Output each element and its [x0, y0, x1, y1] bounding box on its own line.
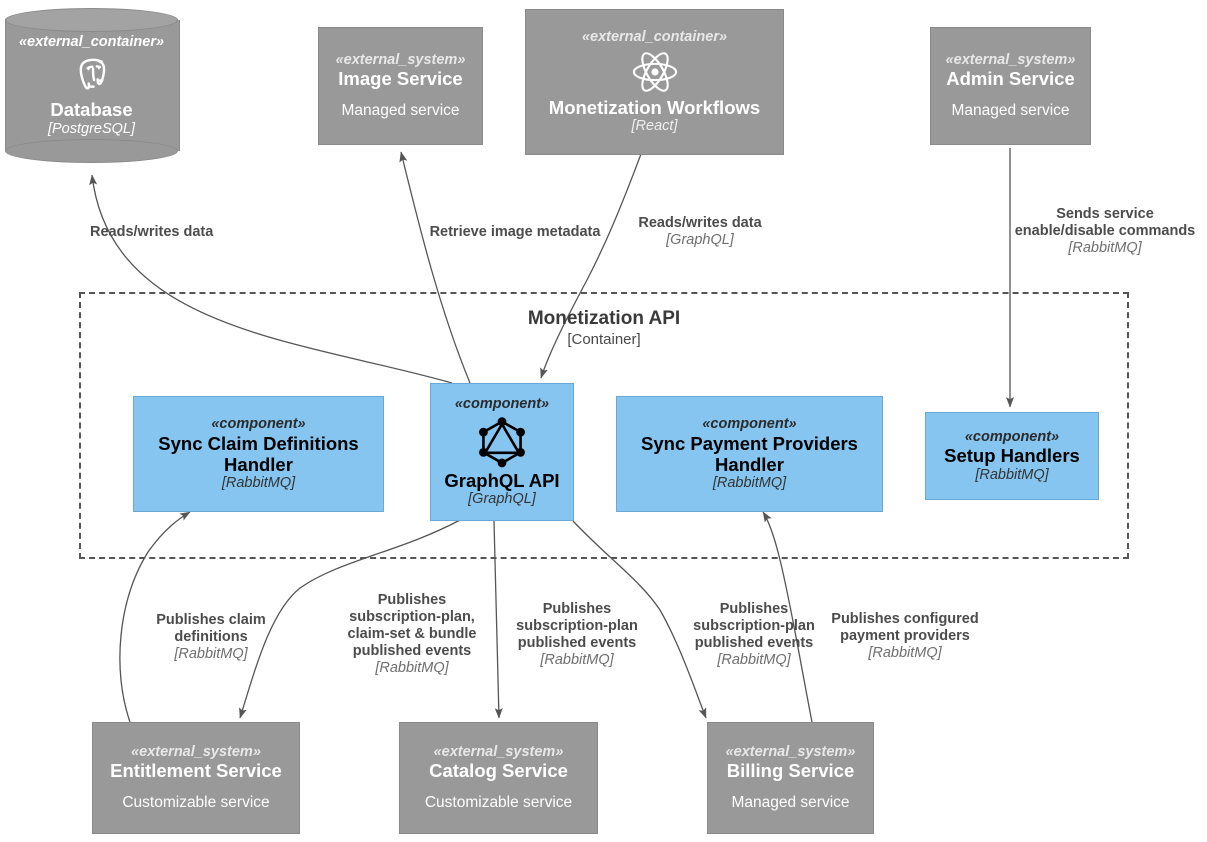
node-graphql-api[interactable]: «component» GraphQL API [GraphQL]: [430, 383, 574, 521]
edge-label-tech: [RabbitMQ]: [375, 660, 449, 677]
node-tech: [GraphQL]: [468, 491, 536, 508]
node-tech: [RabbitMQ]: [975, 466, 1049, 483]
edge-label-retrieve-image-metadata: Retrieve image metadata: [420, 224, 610, 241]
node-database[interactable]: «external_container» Database [PostgreSQ…: [5, 8, 180, 163]
node-stereotype: «external_container»: [18, 33, 165, 50]
node-sync-payment-providers-handler[interactable]: «component» Sync Payment Providers Handl…: [616, 396, 883, 512]
react-icon: [632, 52, 677, 92]
monetization-api-boundary: [79, 292, 1129, 559]
node-tech: [RabbitMQ]: [712, 475, 787, 492]
node-stereotype: «component»: [211, 416, 306, 433]
node-title: Billing Service: [726, 760, 855, 782]
edge-label-line: Publishes configured: [831, 611, 979, 627]
edge-label-line: Publishes: [542, 601, 612, 617]
boundary-tech: [Container]: [567, 330, 641, 348]
edge-label-tech: [RabbitMQ]: [174, 646, 248, 663]
node-tech: [React]: [631, 118, 678, 135]
node-sync-claim-definitions-handler[interactable]: «component» Sync Claim Definitions Handl…: [133, 396, 384, 512]
node-stereotype: «external_container»: [581, 29, 728, 46]
edge-label-line: subscription-plan: [693, 618, 815, 635]
boundary-name: Monetization API: [527, 308, 681, 329]
node-stereotype: «external_system»: [725, 743, 856, 760]
node-title: Catalog Service: [429, 760, 568, 782]
edge-label-publishes-subscription-plan-billing: Publishes subscription-plan published ev…: [675, 601, 833, 669]
edge-label-tech: [RabbitMQ]: [717, 652, 791, 669]
node-title: Setup Handlers: [944, 445, 1080, 467]
node-title: Sync Payment Providers Handler: [641, 432, 858, 475]
node-stereotype: «external_system»: [433, 743, 564, 760]
node-title: Entitlement Service: [110, 760, 282, 782]
node-stereotype: «component»: [964, 428, 1060, 445]
node-stereotype: «component»: [702, 416, 797, 433]
node-stereotype: «external_system»: [131, 743, 261, 760]
edge-label-publishes-subscription-plan-catalog: Publishes subscription-plan published ev…: [498, 601, 656, 669]
edge-label-tech: [RabbitMQ]: [868, 645, 942, 662]
edge-label-line: definitions: [174, 629, 248, 646]
edge-label-line: published events: [352, 643, 472, 660]
node-monetization-workflows[interactable]: «external_container» Monetization Workfl…: [525, 9, 784, 155]
node-billing-service[interactable]: «external_system» Billing Service Manage…: [707, 722, 874, 834]
cylinder-body: [5, 20, 180, 151]
node-tech: [RabbitMQ]: [221, 475, 296, 492]
edge-label-line: payment providers: [840, 628, 970, 645]
node-setup-handlers[interactable]: «component» Setup Handlers [RabbitMQ]: [925, 412, 1099, 500]
edge-label-publishes-subscription-claimset-bundle: Publishes subscription-plan, claim-set &…: [324, 592, 500, 678]
node-entitlement-service[interactable]: «external_system» Entitlement Service Cu…: [92, 722, 300, 834]
edge-label-sends-service-commands: Sends service enable/disable commands [R…: [1005, 206, 1205, 257]
edge-label-line: subscription-plan: [516, 618, 638, 635]
node-stereotype: «external_system»: [335, 51, 466, 68]
node-title: GraphQL API: [444, 469, 560, 491]
edge-label-line: published events: [517, 635, 637, 652]
cylinder-top: [5, 8, 178, 32]
cylinder-bottom: [5, 139, 178, 163]
node-admin-service[interactable]: «external_system» Admin Service Managed …: [930, 27, 1091, 145]
edge-label-line: claim-set & bundle: [347, 626, 477, 643]
node-title: Database: [50, 99, 133, 121]
edge-label-line: Reads/writes data: [638, 215, 762, 231]
edge-label-line: Reads/writes data: [90, 224, 214, 240]
edge-label-line: Sends service: [1056, 206, 1154, 222]
node-title: Sync Claim Definitions Handler: [158, 432, 359, 475]
edge-label-publishes-claim-definitions: Publishes claim definitions [RabbitMQ]: [126, 612, 296, 663]
edge-label-tech: [RabbitMQ]: [1068, 240, 1142, 257]
postgresql-icon: [79, 59, 105, 91]
edge-label-line: Publishes claim: [156, 612, 266, 628]
node-description: Customizable service: [122, 794, 270, 812]
edge-label-line: enable/disable commands: [1014, 223, 1196, 240]
node-title: Monetization Workflows: [548, 96, 761, 118]
node-stereotype: «external_system»: [945, 51, 1076, 68]
edge-label-line: Publishes: [719, 601, 789, 617]
edge-label-tech: [GraphQL]: [666, 232, 734, 249]
edge-label-tech: [RabbitMQ]: [540, 652, 614, 669]
node-title: Admin Service: [946, 68, 1075, 90]
node-description: Customizable service: [424, 794, 573, 812]
node-title: Image Service: [338, 68, 463, 90]
edge-label-line: Retrieve image metadata: [429, 224, 601, 240]
graphql-icon: [479, 417, 525, 468]
edge-label-line: subscription-plan,: [349, 609, 475, 626]
edge-label-line: published events: [694, 635, 814, 652]
edge-label-reads-writes-data-db: Reads/writes data: [90, 224, 290, 241]
node-description: Managed service: [341, 102, 460, 120]
node-image-service[interactable]: «external_system» Image Service Managed …: [318, 27, 483, 145]
node-catalog-service[interactable]: «external_system» Catalog Service Custom…: [399, 722, 598, 834]
node-description: Managed service: [731, 794, 850, 812]
edge-label-reads-writes-data-graphql: Reads/writes data [GraphQL]: [630, 215, 770, 249]
edge-label-publishes-configured-payment-providers: Publishes configured payment providers […: [816, 611, 994, 662]
node-stereotype: «component»: [454, 396, 550, 413]
edge-label-line: Publishes: [377, 592, 447, 608]
node-description: Managed service: [951, 102, 1070, 120]
node-tech: [PostgreSQL]: [47, 120, 136, 137]
boundary-label: Monetization API [Container]: [474, 308, 734, 350]
